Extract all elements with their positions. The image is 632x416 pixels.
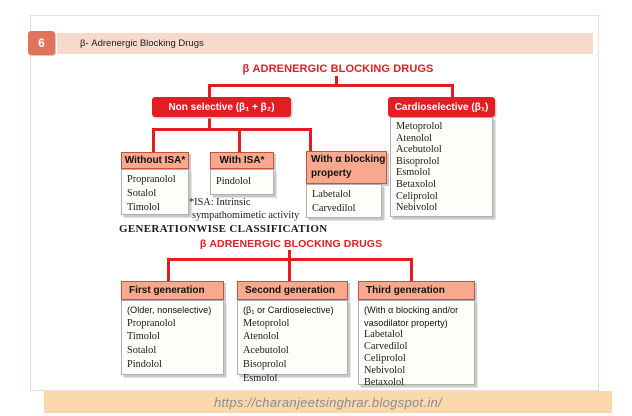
drug-item: Metoprolol xyxy=(396,121,443,132)
header-bar: β- Adrenergic Blocking Drugs xyxy=(57,33,593,54)
third-generation-note: (With α blocking and/or vasodilator prop… xyxy=(364,305,459,328)
drug-item: Betaxolol xyxy=(364,377,405,389)
drug-item: Propranolol xyxy=(127,317,176,329)
cardioselective-box: Cardioselective (β₁) xyxy=(388,97,495,117)
generationwise-heading: GENERATIONWISE CLASSIFICATION xyxy=(119,223,328,235)
header-title: β- Adrenergic Blocking Drugs xyxy=(80,38,204,49)
drug-item: Labetalol xyxy=(364,329,403,340)
alpha-blocking-header: With α blocking property xyxy=(306,151,387,184)
second-generation-note: (β₁ or Cardioselective) xyxy=(243,305,334,315)
drug-item: Acebutolol xyxy=(243,345,289,357)
second-generation-header: Second generation xyxy=(237,281,348,300)
connector xyxy=(335,76,338,87)
drug-item: Bisoprolol xyxy=(396,155,440,167)
drug-item: Esmolol xyxy=(243,372,278,384)
drug-item: Pindolol xyxy=(216,176,251,187)
connector xyxy=(288,250,291,260)
third-generation-list: (With α blocking and/or vasodilator prop… xyxy=(358,300,475,388)
slide-number-badge: 6 xyxy=(28,31,55,55)
with-isa-header: With ISA* xyxy=(210,152,274,169)
drug-item: Nebivolol xyxy=(364,365,406,377)
drug-item: Propranolol xyxy=(127,174,176,185)
drug-item: Celiprolol xyxy=(364,353,406,365)
connector xyxy=(208,84,454,87)
connector xyxy=(208,84,211,98)
connector xyxy=(410,258,413,282)
drug-item: Atenolol xyxy=(243,331,280,343)
connector xyxy=(288,258,291,282)
drug-item: Carvedilol xyxy=(312,202,356,214)
connector xyxy=(152,128,155,154)
drug-item: Bisoprolol xyxy=(243,358,287,370)
drug-item: Esmolol xyxy=(396,167,431,179)
drug-item: Labetalol xyxy=(312,189,351,200)
connector xyxy=(167,258,170,282)
without-isa-header: Without ISA* xyxy=(121,152,189,169)
drug-item: Timolol xyxy=(127,331,160,343)
connector xyxy=(451,84,454,98)
first-generation-note: (Older, nonselective) xyxy=(127,305,212,315)
drug-item: Pindolol xyxy=(127,358,162,370)
drug-item: Timolol xyxy=(127,201,160,213)
drug-item: Carvedilol xyxy=(364,341,408,353)
connector xyxy=(309,128,312,153)
isa-footnote-line2: sympathomimetic activity xyxy=(192,210,300,221)
diagram1-title: β ADRENERGIC BLOCKING DRUGS xyxy=(242,63,434,75)
diagram2-title: β ADRENERGIC BLOCKING DRUGS xyxy=(199,238,383,250)
drug-item: Atenolol xyxy=(396,132,433,144)
footer-bar: https://charanjeetsinghrar.blogspot.in/ xyxy=(44,391,612,413)
drug-item: Betaxolol xyxy=(396,178,437,190)
drug-item: Metoprolol xyxy=(243,317,290,329)
footer-url-link[interactable]: https://charanjeetsinghrar.blogspot.in/ xyxy=(213,394,442,410)
connector xyxy=(238,128,241,154)
drug-item: Celiprolol xyxy=(396,190,438,202)
connector xyxy=(208,116,211,130)
drug-item: Sotalol xyxy=(127,345,157,357)
with-isa-drug-list: Pindolol xyxy=(210,169,274,195)
drug-item: Acebutolol xyxy=(396,144,442,156)
drug-item: Sotalol xyxy=(127,187,157,199)
connector xyxy=(152,128,312,131)
third-generation-header: Third generation xyxy=(358,281,475,300)
first-generation-header: First generation xyxy=(121,281,224,300)
isa-footnote: *ISA: Intrinsic sympathomimetic activity xyxy=(189,196,299,222)
drug-item: Nebivolol xyxy=(396,202,438,214)
isa-footnote-line1: *ISA: Intrinsic xyxy=(189,197,251,208)
nonselective-box: Non selective (β₁ + β₂) xyxy=(152,97,291,117)
